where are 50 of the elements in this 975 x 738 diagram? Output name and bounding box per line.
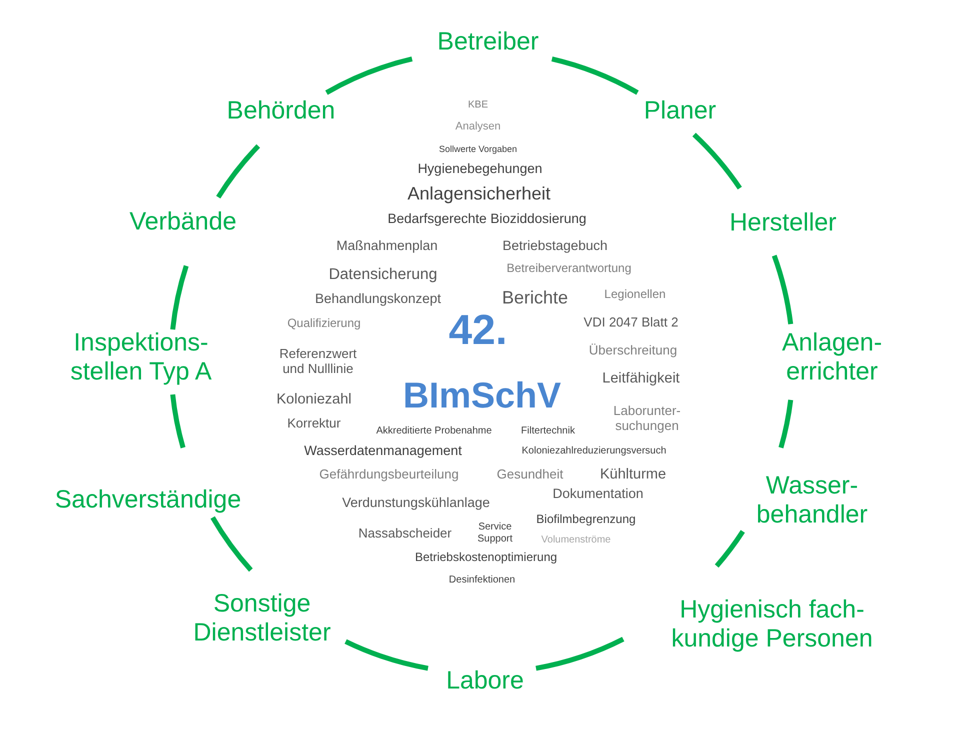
keyword: Laborunter- suchungen — [612, 404, 682, 434]
stakeholder-label: Sonstige Dienstleister — [192, 589, 332, 647]
keyword: Akkreditierte Probenahme — [376, 425, 492, 437]
stakeholder-label: Verbände — [129, 208, 237, 236]
keyword: Bedarfsgerechte Bioziddosierung — [388, 211, 586, 227]
regulation-title: BImSchV — [402, 374, 562, 416]
stakeholder-label: Anlagen- errichter — [780, 328, 884, 386]
keyword: Kühlturme — [600, 466, 666, 484]
keyword: Überschreitung — [588, 344, 678, 358]
keyword: Maßnahmenplan — [336, 238, 438, 254]
keyword: Betriebstagebuch — [502, 238, 608, 254]
keyword: Behandlungskonzept — [314, 291, 442, 307]
keyword: Referenzwert und Nulllinie — [278, 347, 358, 377]
keyword: Desinfektionen — [448, 574, 516, 586]
regulation-title: 42. — [448, 306, 508, 354]
keyword: Koloniezahl — [276, 392, 352, 408]
keyword: Biofilmbegrenzung — [536, 513, 636, 527]
keyword: Datensicherung — [328, 266, 438, 284]
keyword: Nassabscheider — [358, 526, 452, 542]
stakeholder-label: Inspektions- stellen Typ A — [69, 328, 213, 386]
keyword: Korrektur — [287, 416, 341, 432]
stakeholder-label: Labore — [446, 666, 524, 696]
keyword: Hygienebegehungen — [418, 161, 542, 177]
keyword: Dokumentation — [552, 486, 644, 502]
stakeholder-label: Wasser- behandler — [755, 471, 869, 529]
stakeholder-label: Sachverständige — [54, 486, 242, 514]
stakeholder-label: Hygienisch fach- kundige Personen — [670, 595, 874, 653]
stakeholder-label: Planer — [644, 96, 716, 126]
keyword: VDI 2047 Blatt 2 — [584, 316, 678, 330]
keyword: KBE — [468, 99, 488, 111]
keyword: Wasserdatenmanagement — [304, 443, 462, 459]
stakeholder-label: Behörden — [226, 96, 336, 126]
keyword: Berichte — [502, 288, 568, 308]
keyword: Legionellen — [604, 288, 666, 302]
keyword: Qualifizierung — [287, 317, 361, 331]
keyword: Filtertechnik — [521, 425, 575, 437]
keyword: Service Support — [476, 522, 514, 544]
keyword: Analysen — [455, 120, 501, 134]
keyword: Anlagensicherheit — [407, 184, 551, 204]
keyword: Gesundheit — [496, 468, 564, 482]
stakeholder-label: Hersteller — [730, 208, 836, 238]
keyword: Koloniezahlreduzierungsversuch — [522, 445, 666, 457]
keyword: Volumenströme — [541, 534, 611, 546]
keyword: Leitfähigkeit — [602, 370, 680, 388]
keyword: Sollwerte Vorgaben — [438, 144, 518, 154]
keyword: Gefährdungsbeurteilung — [319, 468, 459, 482]
keyword: Verdunstungskühlanlage — [342, 495, 490, 511]
keyword: Betreiberverantwortung — [506, 262, 632, 276]
stakeholder-label: Betreiber — [437, 28, 539, 56]
keyword: Betriebskostenoptimierung — [414, 551, 558, 565]
